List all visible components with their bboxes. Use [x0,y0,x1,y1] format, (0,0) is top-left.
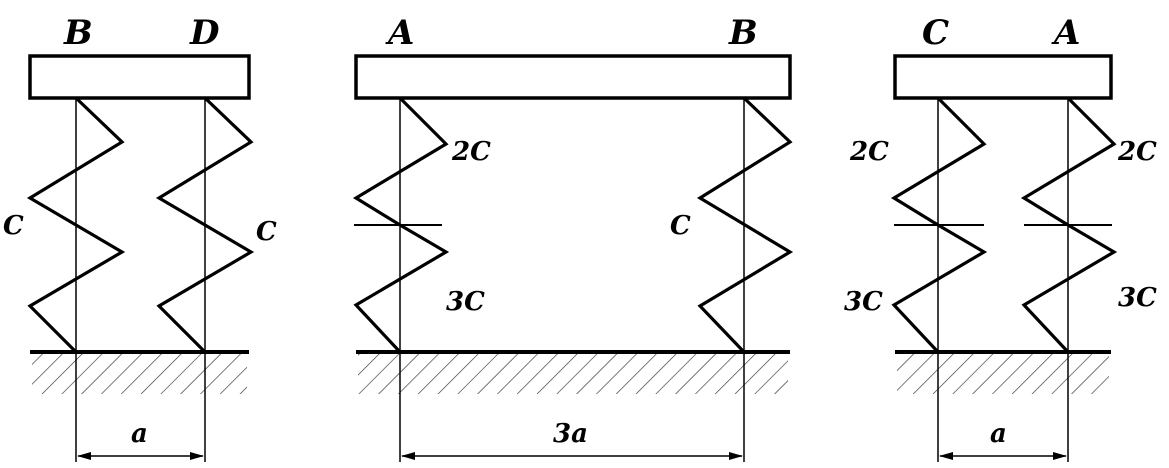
spring-right-lower [1021,223,1118,354]
stiffness-label-left-lower: 3C [446,287,485,317]
spring-right [696,96,794,354]
system-2: A B 2C 3C C 3a [352,13,794,462]
stiffness-label-left-upper: 2C [849,137,889,167]
stiffness-label-right: C [670,211,691,241]
node-label-right: D [189,13,220,53]
system-3: C A 2C 3C 2C 3C a [844,13,1157,462]
dimension-label: a [131,419,148,449]
node-label-left: A [385,13,414,53]
rigid-bar [28,54,251,100]
spring-right-upper [1020,96,1117,227]
ground-hatch [897,354,1109,394]
stiffness-label-left-upper: 2C [451,137,491,167]
node-label-right: B [728,13,758,53]
node-label-left: B [63,13,93,53]
rigid-bar [354,54,792,100]
spring-left-upper [352,96,449,227]
stiffness-label-left-lower: 3C [844,287,883,317]
rigid-bar [893,54,1113,100]
ground-hatch [32,354,247,394]
node-label-right: A [1051,13,1080,53]
stiffness-label-right: C [256,217,277,247]
dimension-label: 3a [553,419,588,449]
spring-left [26,96,126,354]
spring-left-lower [353,223,450,354]
node-label-left: C [922,13,949,53]
dimension-label: a [990,419,1007,449]
ground-hatch [358,354,788,394]
spring-left-upper [890,96,987,227]
spring-left-lower [891,223,988,354]
stiffness-label-right-lower: 3C [1118,283,1157,313]
system-1: B D C C a [3,13,277,462]
spring-right [155,96,255,354]
stiffness-label-right-upper: 2C [1117,137,1157,167]
stiffness-label-left: C [3,211,24,241]
